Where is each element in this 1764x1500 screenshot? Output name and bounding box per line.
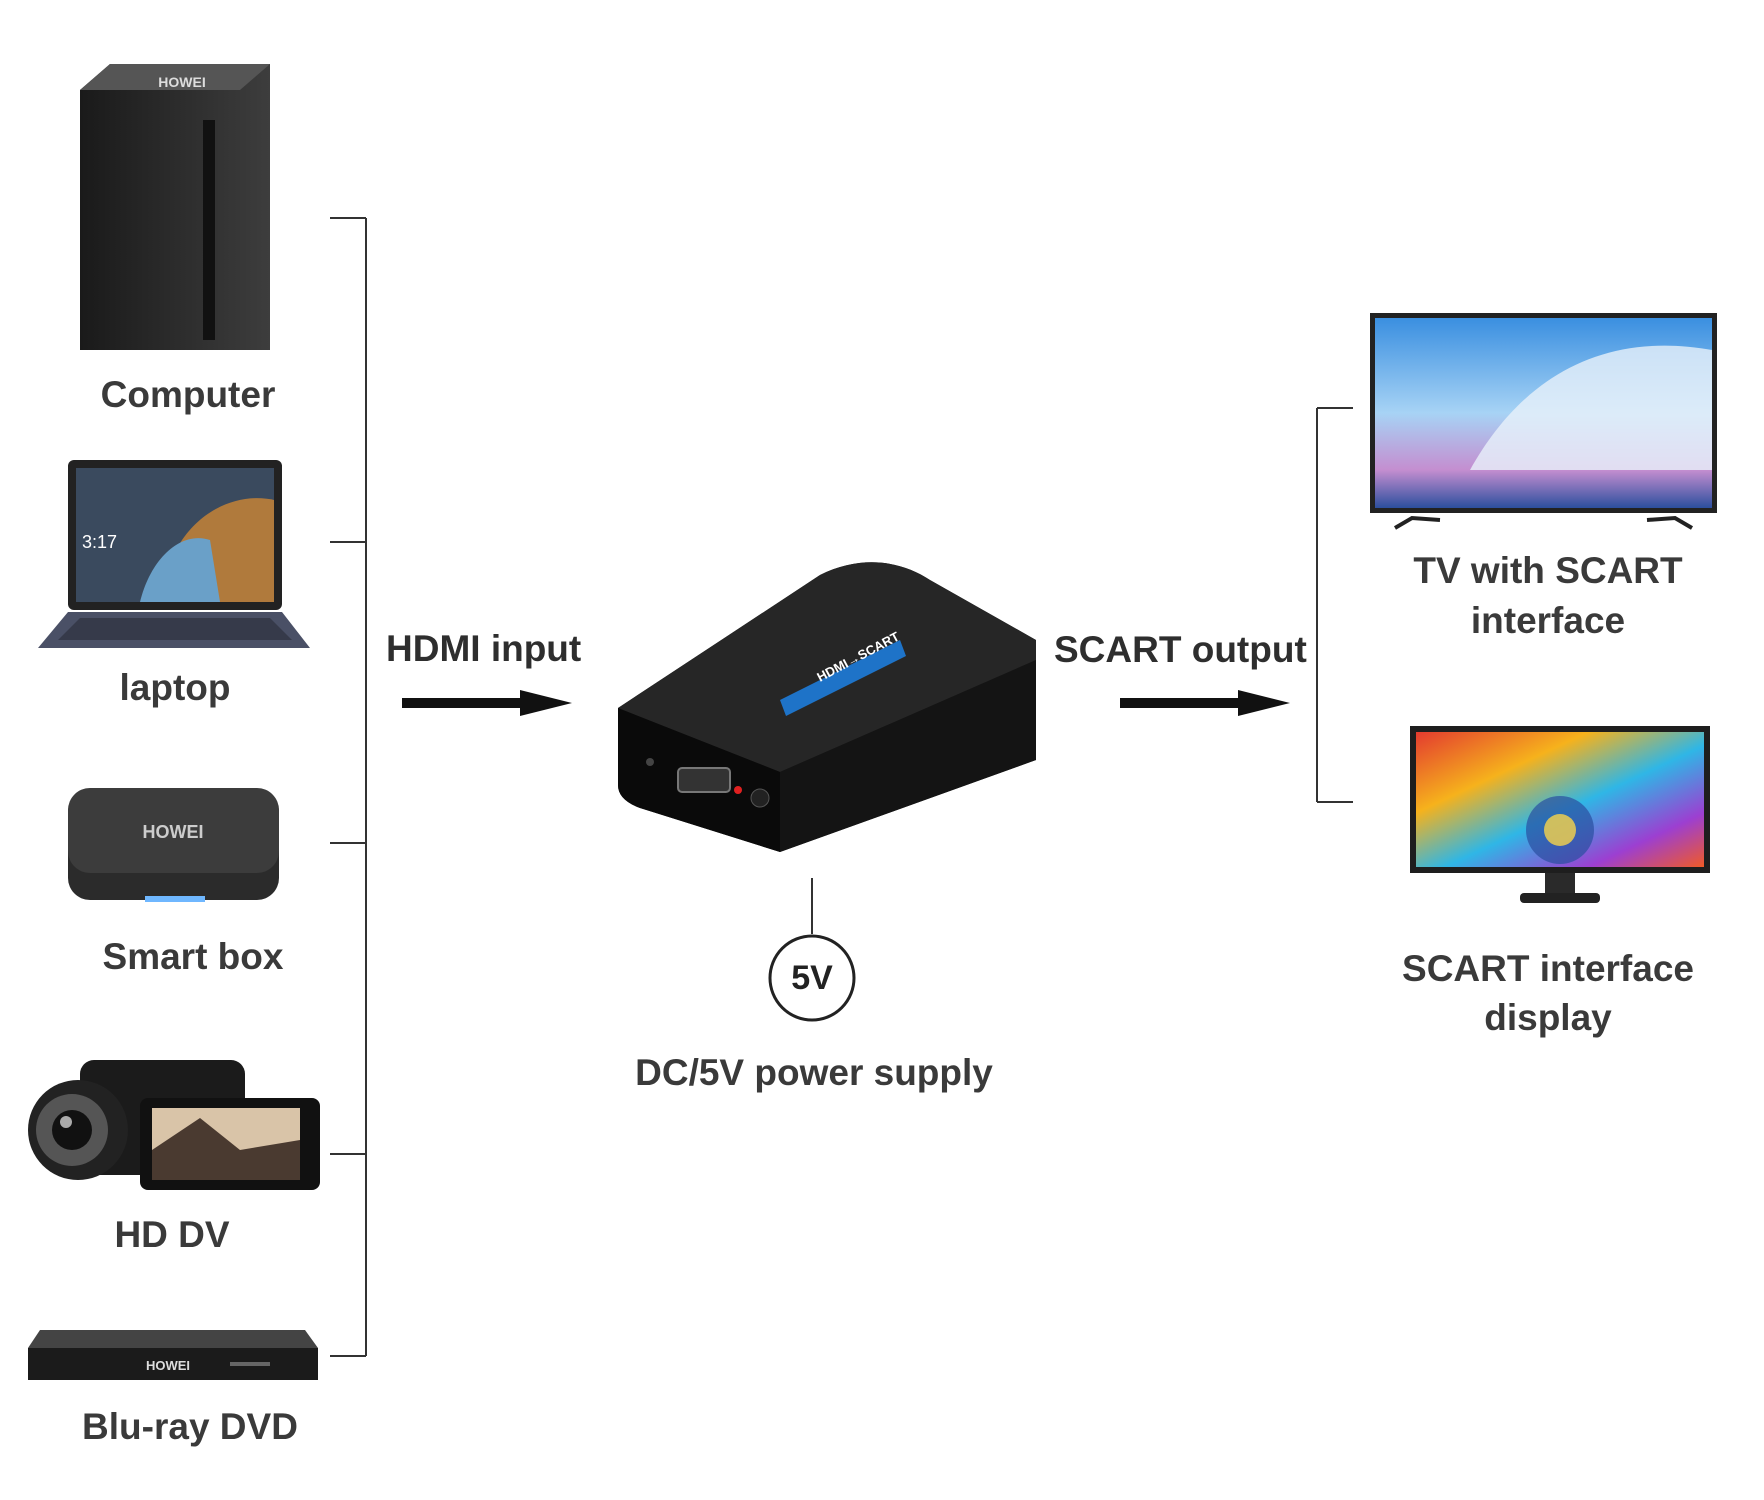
monitor-icon [1410, 726, 1710, 903]
hdmi-input-label: HDMI input [386, 628, 582, 669]
power-label: DC/5V power supply [635, 1052, 993, 1093]
source-label-laptop: laptop [119, 667, 231, 708]
sources-bracket [330, 217, 367, 1357]
tv-icon [1370, 313, 1717, 530]
source-label-smart-box: Smart box [102, 936, 284, 977]
camcorder-icon [28, 1060, 320, 1190]
input-arrow-icon [402, 690, 572, 716]
source-label-computer: Computer [100, 374, 276, 415]
laptop-icon: 3:17 [38, 460, 310, 648]
source-label-hd-dv: HD DV [114, 1214, 230, 1255]
source-label-bluray: Blu-ray DVD [82, 1406, 298, 1447]
svg-text:3:17: 3:17 [82, 532, 117, 552]
desktop-tower-icon: HOWEI [80, 64, 270, 350]
power-badge: 5V [791, 959, 833, 997]
output-arrow-icon [1120, 690, 1290, 716]
scart-output-label: SCART output [1054, 629, 1307, 670]
output-label-display-line1: SCART interface [1402, 948, 1694, 989]
output-label-display-line2: display [1484, 997, 1612, 1038]
set-top-box-icon: HOWEI [68, 788, 279, 902]
svg-text:HOWEI: HOWEI [143, 822, 204, 842]
bluray-player-icon: HOWEI [28, 1330, 318, 1380]
svg-text:HOWEI: HOWEI [146, 1358, 190, 1373]
svg-text:HOWEI: HOWEI [158, 74, 205, 90]
power-connector [768, 878, 856, 1022]
hdmi-to-scart-converter-icon: HDMI→SCART [618, 562, 1036, 852]
output-label-tv-line2: interface [1470, 600, 1626, 641]
output-label-tv-line1: TV with SCART [1413, 550, 1683, 591]
outputs-bracket [1316, 407, 1353, 803]
